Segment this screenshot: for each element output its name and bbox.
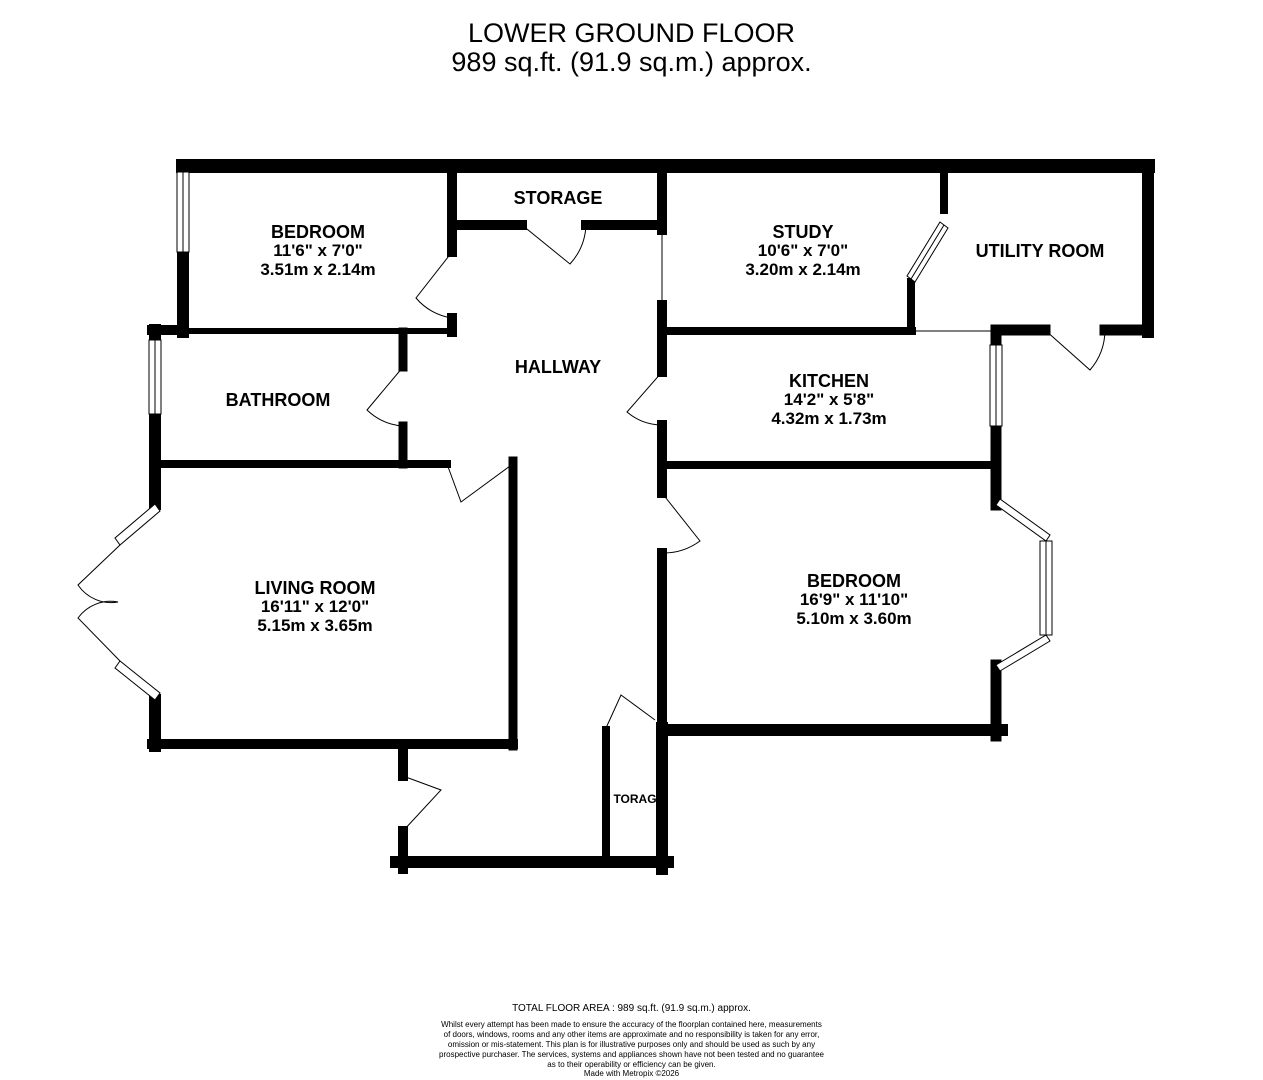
door-kitchen [626, 371, 663, 426]
room-dim-kitchen-imperial: 14'2" x 5'8" [784, 390, 874, 409]
room-dim-bedroom-1-imperial: 11'6" x 7'0" [273, 241, 362, 260]
footer-disclaimer: Whilst every attempt has been made to en… [400, 1020, 863, 1070]
door-living-french [77, 544, 121, 662]
room-dim-bedroom-2-metric: 5.10m x 3.60m [796, 609, 911, 628]
floor-area: 989 sq.ft. (91.9 sq.m.) approx. [451, 47, 812, 77]
door-storage-bottom [605, 694, 656, 729]
room-name-hallway: HALLWAY [515, 357, 601, 377]
door-living [446, 463, 511, 503]
footer-total-area: TOTAL FLOOR AREA : 989 sq.ft. (91.9 sq.m… [512, 1003, 751, 1014]
room-name-living: LIVING ROOM [255, 578, 376, 598]
disclaimer-line: omission or mis-statement. This plan is … [447, 1040, 816, 1049]
room-labels: BEDROOM 11'6" x 7'0" 3.51m x 2.14m STORA… [226, 188, 1105, 806]
room-dim-living-metric: 5.15m x 3.65m [257, 616, 372, 635]
room-dim-living-imperial: 16'11" x 12'0" [261, 597, 369, 616]
room-dim-study-metric: 3.20m x 2.14m [745, 260, 860, 279]
room-dim-bedroom-1-metric: 3.51m x 2.14m [260, 260, 375, 279]
floor-title: LOWER GROUND FLOOR [467, 18, 796, 48]
door-utility-exterior [1044, 329, 1106, 371]
window-bedroom-2-bay-bottom [995, 634, 1051, 672]
room-name-storage-bottom: TORAG [613, 792, 656, 806]
door-storage-top [521, 224, 587, 265]
door-bathroom [366, 366, 404, 427]
room-name-kitchen: KITCHEN [789, 371, 869, 391]
footer-credit: Made with Metropix ©2026 [583, 1069, 680, 1078]
room-name-bedroom-2: BEDROOM [807, 571, 901, 591]
doors [77, 224, 1106, 832]
room-name-study: STUDY [772, 222, 833, 242]
window-living-bay-top [114, 503, 161, 546]
windows [114, 171, 1053, 701]
room-name-storage-top: STORAGE [514, 188, 603, 208]
room-dim-kitchen-metric: 4.32m x 1.73m [771, 409, 886, 428]
door-entrance [402, 775, 442, 832]
disclaimer-line: of doors, windows, rooms and any other i… [443, 1030, 820, 1039]
window-living-bay-bottom [114, 660, 161, 701]
open-partitions [661, 230, 996, 332]
room-name-bedroom-1: BEDROOM [271, 222, 365, 242]
room-dim-study-imperial: 10'6" x 7'0" [758, 241, 848, 260]
room-name-utility: UTILITY ROOM [976, 241, 1105, 261]
disclaimer-line: Whilst every attempt has been made to en… [441, 1020, 822, 1029]
room-name-bathroom: BATHROOM [226, 390, 331, 410]
disclaimer-line: as to their operability or efficiency ca… [547, 1060, 716, 1069]
door-bedroom-2 [661, 492, 701, 554]
disclaimer-line: prospective purchaser. The services, sys… [439, 1050, 824, 1059]
walls [147, 159, 1155, 875]
window-bedroom-2-bay-top [995, 498, 1051, 542]
room-dim-bedroom-2-imperial: 16'9" x 11'10" [800, 590, 908, 609]
door-bedroom-1 [415, 251, 453, 319]
